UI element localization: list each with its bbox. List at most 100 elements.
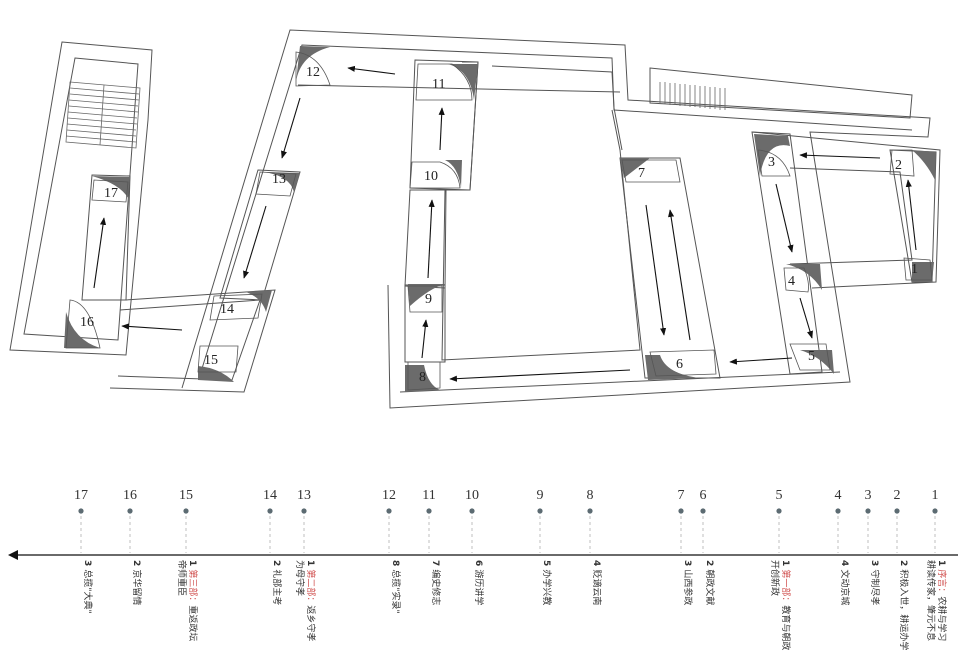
timeline-number-12: 12 [382, 488, 396, 503]
strip-e [751, 131, 823, 375]
stairs-top [659, 82, 726, 110]
timeline-caption-7-1: 3 山西参政 [682, 560, 694, 605]
left-wing-inner [23, 57, 139, 341]
diagonal-corridor-outer [181, 29, 931, 409]
arrow-6-7 [668, 209, 691, 341]
arrow-6-8 [449, 369, 631, 382]
timeline-number-15: 15 [179, 488, 193, 503]
arrow-8-9 [421, 319, 429, 359]
timeline-dot-9 [537, 508, 543, 514]
plan-label-13: 13 [272, 172, 286, 187]
plan-label-3: 3 [768, 155, 775, 170]
timeline-number-9: 9 [537, 488, 544, 503]
plan-label-5: 5 [808, 349, 815, 364]
timeline-caption-4-1: 4 文动京城 [839, 560, 851, 605]
timeline-dot-1 [932, 508, 938, 514]
timeline-caption-9-1: 5 办学兴教 [541, 560, 553, 605]
arrow-10-11 [438, 107, 445, 151]
timeline-caption-12-1: 8 总揽"实录" [390, 560, 402, 614]
timeline-number-2: 2 [894, 488, 901, 503]
timeline-caption-11-1: 7 编史修志 [430, 560, 442, 605]
arrow-9-10 [427, 199, 435, 279]
arrow-16-17 [93, 217, 107, 289]
timeline-caption-1-2: 耕读传家，肇元不息 [925, 560, 937, 641]
timeline-caption-15-1: 1 第三部：重返政坛 [187, 560, 199, 641]
timeline-arrowhead [8, 550, 18, 560]
plan-label-14: 14 [220, 302, 234, 317]
timeline-number-7: 7 [678, 488, 685, 503]
arrow-1-2 [905, 179, 917, 251]
upper-band-wall-2 [649, 67, 913, 119]
plan-label-12: 12 [306, 65, 320, 80]
plan-label-17: 17 [104, 186, 118, 201]
timeline-number-6: 6 [700, 488, 707, 503]
arrow-5-6 [729, 357, 793, 365]
timeline-number-13: 13 [297, 488, 311, 503]
timeline-dot-11 [426, 508, 432, 514]
timeline-dot-17 [78, 508, 84, 514]
timeline-dot-4 [835, 508, 841, 514]
arrow-11-12 [347, 65, 396, 75]
timeline-dot-10 [469, 508, 475, 514]
timeline-number-8: 8 [587, 488, 594, 503]
timeline-dot-2 [894, 508, 900, 514]
timeline-caption-5-1: 1 第一部：教育与朝政 [780, 560, 792, 650]
arrow-2-3 [799, 152, 881, 159]
strip-a [219, 169, 301, 301]
plan-label-6: 6 [676, 357, 683, 372]
right-section-inner [789, 167, 913, 265]
plan-walls [9, 29, 941, 409]
timeline-dot-7 [678, 508, 684, 514]
plan-station-labels: 1 2 3 4 5 6 7 8 9 10 11 12 13 14 15 16 1… [80, 65, 918, 385]
timeline-dot-13 [301, 508, 307, 514]
central-hall-inner [491, 65, 623, 151]
arrow-13-14 [243, 205, 267, 279]
plan-label-4: 4 [788, 274, 795, 289]
arrow-4-5 [799, 297, 813, 339]
arrow-12-13 [281, 97, 301, 159]
arrow-3-4 [775, 183, 794, 253]
corner-panels [64, 46, 936, 392]
arrow-7-down [645, 204, 667, 336]
plan-label-10: 10 [424, 169, 438, 184]
strip-c [404, 189, 447, 289]
strip-b [409, 59, 479, 191]
plan-label-9: 9 [425, 292, 432, 307]
diagonal-corridor-inner [199, 44, 913, 376]
lower-left-connector [109, 289, 276, 393]
right-section-wall [751, 131, 941, 289]
plan-label-1: 1 [911, 262, 918, 277]
timeline-dot-16 [127, 508, 133, 514]
station-boxes [65, 51, 933, 391]
timeline-caption-3-1: 3 守制尽孝 [869, 560, 881, 605]
timeline-number-1: 1 [932, 488, 939, 503]
plan-label-2: 2 [895, 158, 902, 173]
arrow-15-16 [121, 323, 183, 331]
left-wing-wall [9, 41, 153, 356]
timeline-caption-16-1: 2 京华留情 [131, 560, 143, 605]
timeline-number-11: 11 [422, 488, 435, 503]
strip-g [81, 174, 131, 301]
strip-d [619, 157, 721, 379]
timeline-dot-12 [386, 508, 392, 514]
timeline-dot-8 [587, 508, 593, 514]
timeline-caption-6-1: 2 朝政文献 [704, 560, 716, 605]
upper-band-wall [297, 84, 621, 93]
plan-label-7: 7 [638, 166, 645, 181]
timeline-caption-8-1: 4 贬谪云南 [591, 560, 603, 605]
timeline-caption-2-1: 2 积极入世，耕运办学 [898, 560, 910, 650]
timeline-number-4: 4 [835, 488, 842, 503]
timeline-caption-17-1: 3 总揽"大典" [82, 560, 94, 614]
plan-label-11: 11 [432, 77, 445, 92]
timeline-number-14: 14 [263, 488, 277, 503]
timeline-dot-14 [267, 508, 273, 514]
lower-corridor-wall [399, 371, 841, 393]
timeline-number-17: 17 [74, 488, 88, 503]
plan-label-16: 16 [80, 315, 94, 330]
timeline-dot-5 [776, 508, 782, 514]
lower-left-inner [117, 299, 261, 381]
timeline-caption-14-1: 2 礼部主考 [271, 560, 283, 605]
timeline-caption-1-1: 1 序言：农耕与学习 [936, 560, 948, 641]
